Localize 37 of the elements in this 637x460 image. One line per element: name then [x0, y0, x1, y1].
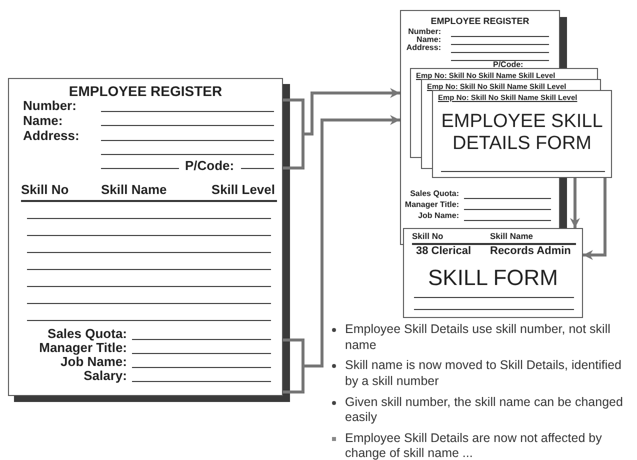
field-label: Manager Title: — [39, 341, 127, 356]
table-entry: Records Admin — [490, 245, 571, 258]
column-heading: Skill Level — [211, 183, 275, 198]
form-title: EMPLOYEE SKILL DETAILS FORM — [440, 111, 604, 155]
form-sheet — [8, 78, 283, 396]
bullet-text: Skill name is now moved to Skill Details, identified by a skill number — [345, 358, 623, 390]
field-label: Manager Title: — [404, 200, 459, 210]
field-label: Job Name: — [60, 355, 127, 370]
field-label: Address: — [23, 129, 80, 144]
field-label: Address: — [406, 43, 441, 52]
form-title: EMPLOYEE REGISTER — [430, 16, 530, 26]
column-heading: Skill Name — [101, 183, 167, 198]
connector-arrow — [282, 115, 402, 394]
field-label: Sales Quota: — [48, 327, 127, 342]
connector-arrow — [570, 178, 580, 228]
field-label: Salary: — [84, 369, 127, 384]
connector-arrow — [282, 88, 402, 170]
field-label: Name: — [416, 35, 441, 44]
column-heading: Skill No — [21, 183, 69, 198]
field-label: Sales Quota: — [410, 189, 459, 198]
field-label: P/Code: — [493, 60, 524, 70]
form-title: EMPLOYEE REGISTER — [68, 83, 224, 100]
field-label: Job Name: — [418, 211, 459, 220]
bullet-text: Employee Skill Details are now not affected by change of skill name ... — [345, 430, 603, 460]
field-label: Number: — [23, 99, 76, 114]
table-entry: 38 Clerical — [416, 245, 472, 258]
form-sheet — [432, 90, 612, 178]
field-label: P/Code: — [185, 159, 234, 174]
bullet-text: Employee Skill Details use skill number, not skill name — [345, 322, 612, 354]
field-label: Number: — [408, 27, 441, 36]
form-title: SKILL FORM — [427, 265, 559, 290]
form-sheet — [403, 228, 583, 318]
column-heading: Skill No — [412, 232, 444, 242]
field-label: Name: — [23, 114, 63, 129]
connector-arrow — [583, 178, 606, 260]
column-heading: Skill Name — [490, 232, 533, 242]
bullet-text: Given skill number, the skill name can be changed easily — [345, 394, 624, 426]
